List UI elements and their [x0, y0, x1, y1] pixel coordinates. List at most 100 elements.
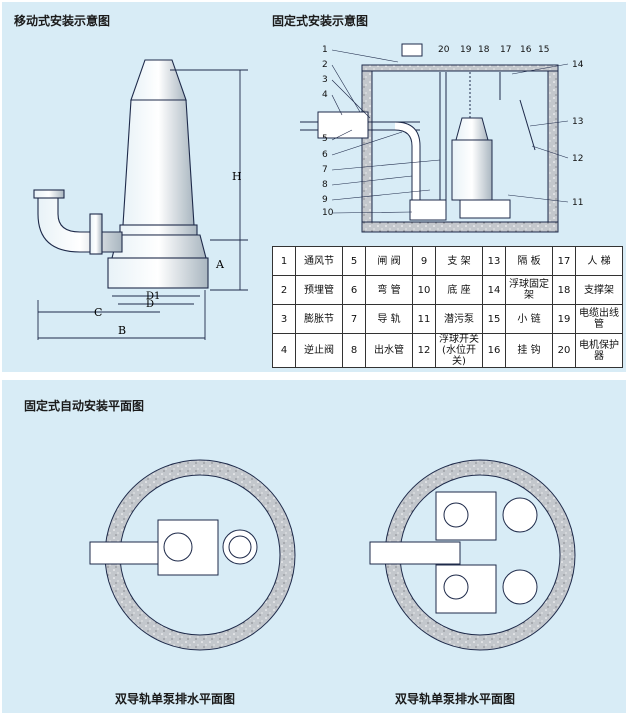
plan-view-single	[89, 459, 296, 651]
mobile-elbow-pipe	[37, 195, 123, 253]
legend-number: 1	[272, 246, 296, 276]
double-elbow-top	[443, 502, 469, 528]
pump-cap	[130, 59, 187, 101]
svg-text:3: 3	[322, 75, 328, 85]
pit-wall-left	[361, 69, 373, 231]
submersible-pump	[451, 139, 493, 201]
svg-text:16: 16	[520, 45, 532, 55]
dim-H: H	[232, 170, 242, 183]
pit-cover	[361, 64, 559, 72]
dim-A: A	[215, 258, 225, 271]
dim-B: B	[118, 324, 126, 337]
outlet-pipe	[394, 121, 421, 211]
legend-number: 20	[552, 333, 576, 368]
legend-part-name: 膨胀节	[295, 304, 343, 334]
legend-number: 2	[272, 275, 296, 305]
svg-text:9: 9	[322, 195, 328, 205]
svg-text:14: 14	[572, 60, 584, 70]
dim-C: C	[94, 306, 102, 319]
legend-number: 8	[342, 333, 366, 368]
legend-part-name: 导 轨	[365, 304, 413, 334]
fixed-callout-numbers: 1 2 3 4 5 6 7 8 9 10 20 19 18 17 16 15 1…	[322, 45, 584, 218]
legend-number: 17	[552, 246, 576, 276]
double-pump-bottom	[502, 569, 538, 605]
legend-part-name: 潜污泵	[435, 304, 483, 334]
legend-number: 4	[272, 333, 296, 368]
pump-base-plate	[459, 199, 511, 219]
svg-text:12: 12	[572, 154, 583, 164]
legend-part-name: 通风节	[295, 246, 343, 276]
legend-number: 6	[342, 275, 366, 305]
svg-text:4: 4	[322, 90, 328, 100]
svg-text:11: 11	[572, 198, 583, 208]
svg-text:19: 19	[460, 45, 472, 55]
svg-text:6: 6	[322, 150, 328, 160]
legend-number: 12	[412, 333, 436, 368]
pump-base	[107, 257, 209, 289]
title-single-pump-plan: 双导轨单泵排水平面图	[115, 692, 236, 706]
legend-part-name: 隔 板	[505, 246, 553, 276]
double-outlet-pipe	[369, 541, 461, 565]
legend-part-name: 电缆出线管	[575, 304, 623, 334]
svg-text:5: 5	[322, 134, 328, 144]
title-mobile-installation: 移动式安装示意图	[14, 14, 111, 28]
svg-text:13: 13	[572, 117, 583, 127]
rail-base	[409, 199, 447, 221]
dim-D: D	[146, 299, 154, 310]
svg-text:18: 18	[478, 45, 490, 55]
mobile-pump-drawing	[33, 59, 209, 289]
pit-floor	[361, 221, 559, 233]
svg-text:15: 15	[538, 45, 549, 55]
mobile-dimension-lines	[37, 69, 248, 340]
title-plan-view: 固定式自动安装平面图	[24, 399, 145, 413]
legend-part-name: 电机保护器	[575, 333, 623, 368]
submersible-pump-cap	[455, 117, 489, 141]
legend-number: 9	[412, 246, 436, 276]
legend-part-name: 出水管	[365, 333, 413, 368]
legend-number: 14	[482, 275, 506, 305]
legend-number: 10	[412, 275, 436, 305]
pit-wall-right	[547, 69, 559, 231]
dim-D1: D1	[146, 291, 160, 302]
legend-part-name: 底 座	[435, 275, 483, 305]
legend-part-name: 浮球固定架	[505, 275, 553, 305]
title-fixed-installation: 固定式安装示意图	[272, 14, 369, 28]
callout-leader-lines	[331, 49, 569, 214]
single-pump-inner	[228, 535, 252, 559]
legend-number: 11	[412, 304, 436, 334]
double-pump-top	[502, 497, 538, 533]
svg-text:2: 2	[322, 60, 328, 70]
motor-protector-box	[401, 43, 423, 57]
legend-number: 5	[342, 246, 366, 276]
plan-view-double	[369, 459, 576, 651]
legend-number: 3	[272, 304, 296, 334]
legend-part-name: 支撑架	[575, 275, 623, 305]
svg-text:8: 8	[322, 180, 328, 190]
pump-motor-body	[122, 99, 195, 226]
valve-assembly	[317, 111, 369, 139]
legend-number: 15	[482, 304, 506, 334]
pump-volute	[111, 234, 207, 259]
title-double-pump-plan: 双导轨单泵排水平面图	[395, 692, 516, 706]
legend-part-name: 浮球开关(水位开关)	[435, 333, 483, 368]
legend-number: 19	[552, 304, 576, 334]
legend-part-name: 弯 管	[365, 275, 413, 305]
legend-part-name: 逆止阀	[295, 333, 343, 368]
legend-part-name: 闸 阀	[365, 246, 413, 276]
legend-number: 18	[552, 275, 576, 305]
svg-text:20: 20	[438, 45, 450, 55]
legend-number: 13	[482, 246, 506, 276]
svg-text:1: 1	[322, 45, 328, 55]
mobile-outlet-flange	[33, 189, 65, 199]
double-elbow-bottom	[443, 574, 469, 600]
pump-flange	[119, 224, 198, 236]
svg-text:7: 7	[322, 165, 328, 175]
legend-part-name: 支 架	[435, 246, 483, 276]
legend-part-name: 小 链	[505, 304, 553, 334]
